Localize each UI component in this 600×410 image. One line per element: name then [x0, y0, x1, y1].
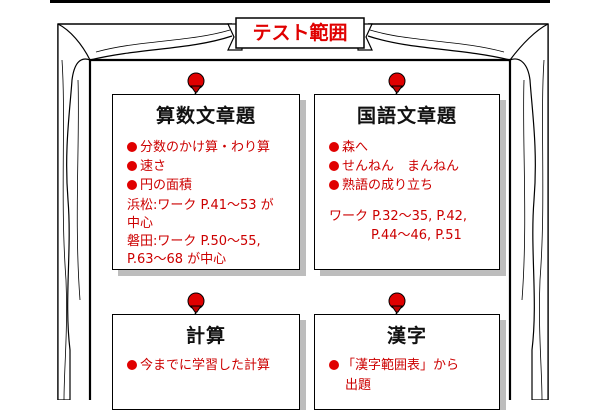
note-line: 出題	[345, 378, 372, 393]
note-line: ワーク P.32～35, P.42,	[329, 209, 468, 224]
red-dot-icon	[329, 360, 339, 370]
card-title: 漢字	[386, 325, 427, 347]
card-kanji: 漢字 「漢字範囲表」から 出題	[314, 314, 500, 410]
list-item: 円の面積	[127, 177, 192, 195]
list-item: せんねん まんねん	[329, 158, 459, 176]
red-dot-icon	[127, 142, 137, 152]
board-frame	[57, 23, 549, 400]
note-line: 磐田:ワーク P.50～55,	[127, 234, 261, 249]
red-dot-icon	[127, 161, 137, 171]
note-line: P.44～46, P.51	[371, 228, 462, 243]
card-calc: 計算 今までに学習した計算	[112, 314, 300, 410]
pushpin-icon	[187, 72, 205, 98]
top-rule	[50, 0, 550, 3]
card-title: 計算	[185, 325, 226, 347]
card-math-word: 算数文章題 分数のかけ算・わり算 速さ 円の面積 浜松:ワーク P.41～53 …	[112, 94, 300, 270]
red-dot-icon	[329, 180, 339, 190]
list-item: 速さ	[127, 158, 166, 176]
list-item: 「漢字範囲表」から	[329, 357, 459, 375]
title-banner	[227, 17, 373, 51]
note-line: 浜松:ワーク P.41～53 が	[127, 198, 274, 213]
red-dot-icon	[127, 180, 137, 190]
note-line: P.63～68 が中心	[127, 252, 227, 267]
red-dot-icon	[329, 161, 339, 171]
pushpin-icon	[187, 292, 205, 318]
card-title: 国語文章題	[356, 105, 457, 127]
list-item: 森へ	[329, 139, 368, 157]
list-item: 熟語の成り立ち	[329, 177, 433, 195]
list-item: 分数のかけ算・わり算	[127, 139, 270, 157]
card-japanese-word: 国語文章題 森へ せんねん まんねん 熟語の成り立ち ワーク P.32～35, …	[314, 94, 500, 270]
page-title: テスト範囲	[252, 22, 348, 44]
list-item: 今までに学習した計算	[127, 357, 270, 375]
red-dot-icon	[127, 360, 137, 370]
note-line: 中心	[127, 216, 154, 231]
red-dot-icon	[329, 142, 339, 152]
card-title: 算数文章題	[155, 105, 256, 127]
